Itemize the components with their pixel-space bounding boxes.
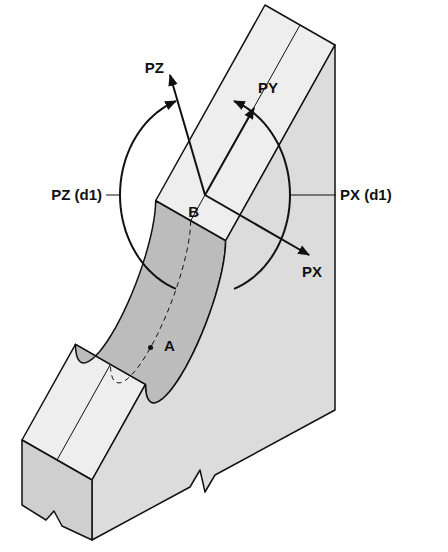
force-label: PX <box>302 263 322 281</box>
force-arrow <box>205 195 309 255</box>
point-dot <box>148 345 153 350</box>
center-line <box>57 364 110 460</box>
force-label: PY <box>258 79 278 97</box>
moment-arrow <box>234 101 290 289</box>
force-label: PZ <box>145 59 164 77</box>
force-arrow <box>205 108 254 195</box>
moment-label: PX (d1) <box>340 186 392 204</box>
moment-label: PZ (d1) <box>51 186 102 204</box>
center-line-hidden <box>110 221 190 383</box>
side-face <box>92 45 335 540</box>
force-arrow <box>170 75 205 195</box>
point-label: B <box>188 203 199 221</box>
leader-line <box>291 195 336 196</box>
moment-arrow <box>120 101 176 289</box>
center-line <box>191 25 300 221</box>
end-face <box>22 440 92 540</box>
leader-line <box>106 195 119 196</box>
point-label: A <box>164 337 175 355</box>
